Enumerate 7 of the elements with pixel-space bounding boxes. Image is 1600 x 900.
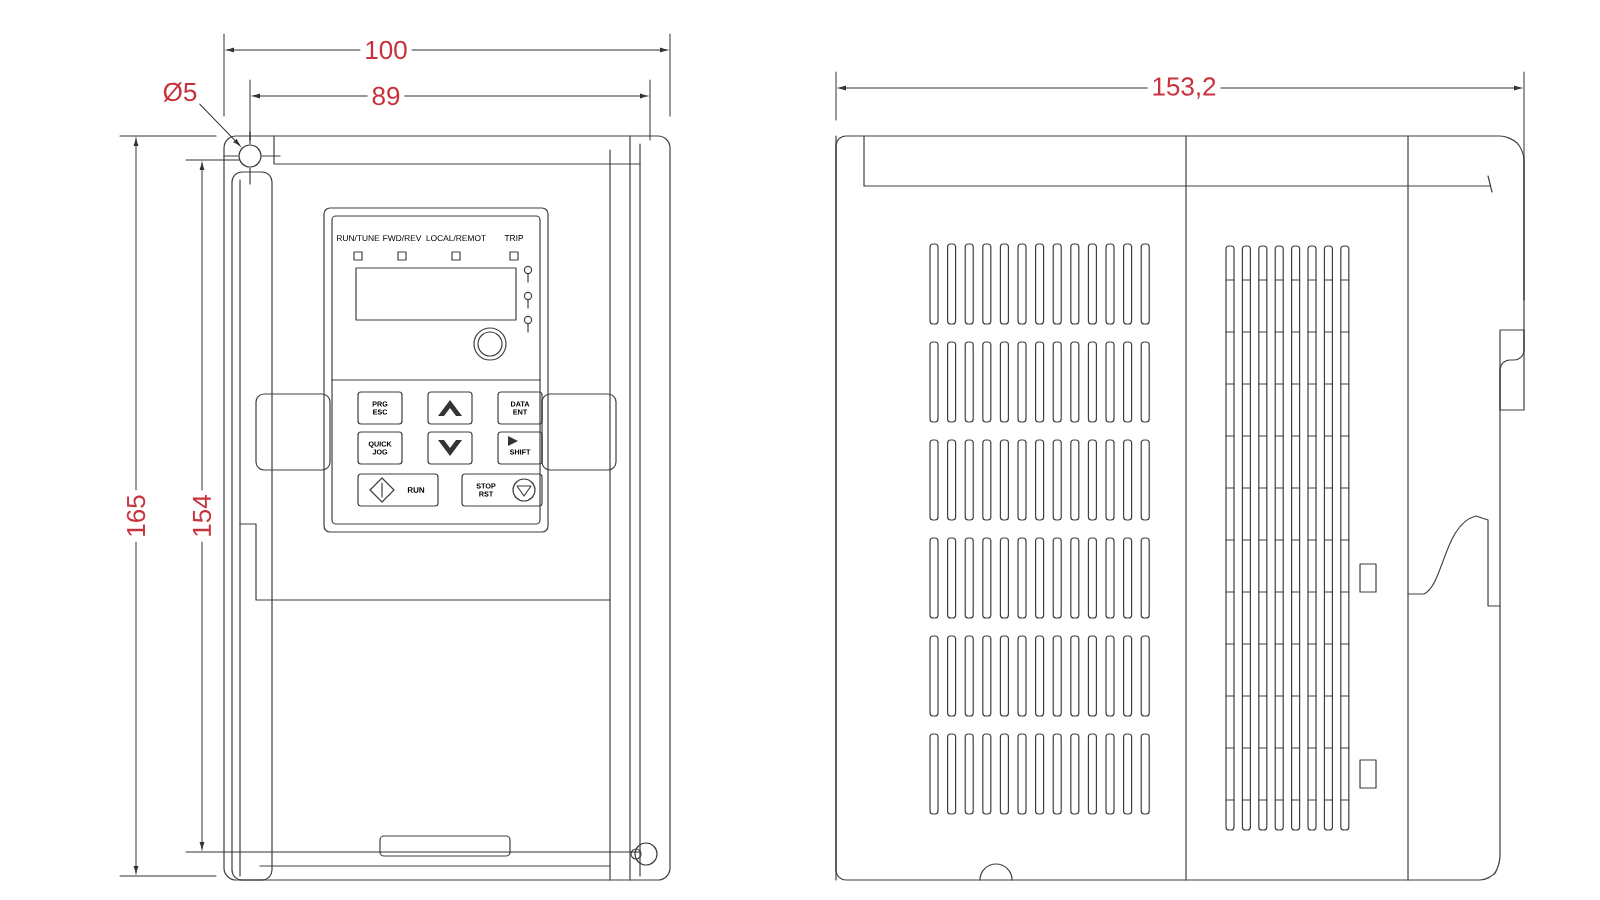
dimension-label: 153,2: [1147, 73, 1221, 103]
dimension-label: 100: [360, 36, 412, 64]
dimension-label: Ø5: [163, 82, 197, 102]
leader-line: [199, 103, 241, 146]
mounting-hole: [238, 144, 262, 168]
dimension-label: 165: [122, 490, 150, 542]
dimension-label: 154: [188, 490, 216, 542]
